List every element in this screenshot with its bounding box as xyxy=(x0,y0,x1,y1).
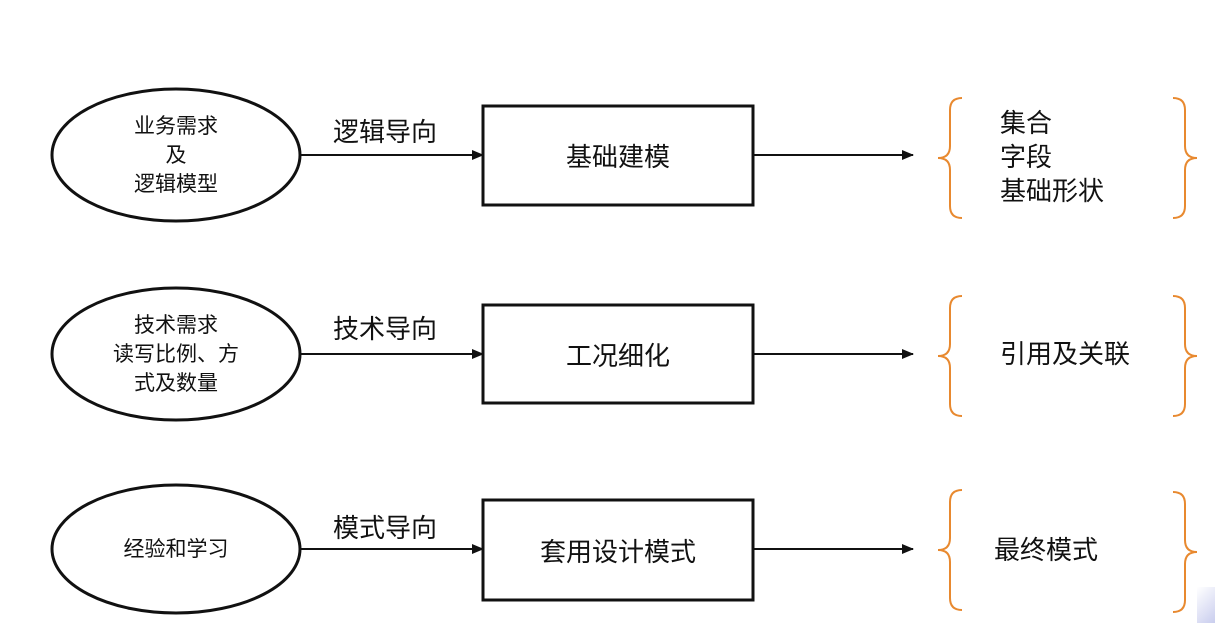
input-line: 业务需求 xyxy=(134,113,218,138)
output-item: 基础形状 xyxy=(1000,177,1105,207)
input-line: 式及数量 xyxy=(134,370,218,395)
process-label-3: 套用设计模式 xyxy=(539,537,696,568)
edge-label-2: 技术导向 xyxy=(333,315,438,345)
left-bracket-2 xyxy=(937,295,963,417)
input-text-2: 技术需求 读写比例、方 式及数量 xyxy=(56,294,296,414)
right-bracket-2 xyxy=(1172,295,1198,417)
right-bracket-3 xyxy=(1172,491,1198,613)
edge-label-3: 模式导向 xyxy=(333,514,438,544)
process-label-2: 工况细化 xyxy=(565,341,670,372)
input-line: 逻辑模型 xyxy=(134,171,218,196)
output-text-1: 集合 字段 基础形状 xyxy=(1000,106,1104,210)
process-label-1: 基础建模 xyxy=(565,143,670,173)
edge-label-1: 逻辑导向 xyxy=(333,118,438,148)
input-text-3: 经验和学习 xyxy=(56,529,296,569)
input-text-1: 业务需求 及 逻辑模型 xyxy=(56,95,296,215)
output-text-2: 引用及关联 xyxy=(1000,336,1130,374)
right-bracket-1 xyxy=(1172,97,1198,219)
output-item: 集合 xyxy=(1000,109,1053,139)
output-item: 最终模式 xyxy=(994,536,1099,566)
left-bracket-1 xyxy=(937,97,963,219)
input-line: 技术需求 xyxy=(134,312,218,337)
output-item: 引用及关联 xyxy=(1000,340,1131,370)
output-item: 字段 xyxy=(1000,143,1053,173)
corner-watermark xyxy=(1197,587,1215,623)
input-line: 及 xyxy=(165,142,187,167)
input-line: 经验和学习 xyxy=(123,536,229,561)
input-line: 读写比例、方 xyxy=(113,341,239,366)
output-text-3: 最终模式 xyxy=(994,532,1098,570)
left-bracket-3 xyxy=(937,489,963,611)
